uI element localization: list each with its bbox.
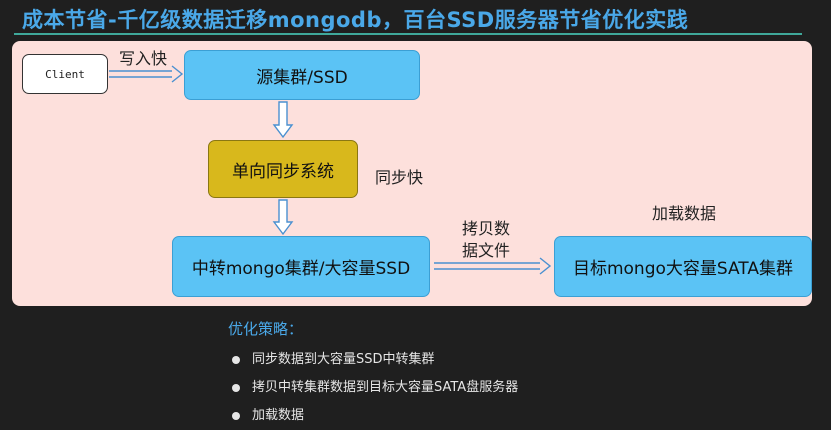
source-cluster-box: 源集群/SSD xyxy=(184,50,420,100)
label-sync-fast: 同步快 xyxy=(375,168,424,187)
transit-cluster-box: 中转mongo集群/大容量SSD xyxy=(172,236,430,297)
sync-system-box: 单向同步系统 xyxy=(208,140,358,198)
target-cluster-box: 目标mongo大容量SATA集群 xyxy=(554,236,812,297)
bullet-icon xyxy=(232,384,240,392)
client-box: Client xyxy=(22,54,108,94)
arrow-sync-to-transit xyxy=(272,199,294,236)
strategy-heading: 优化策略： xyxy=(228,320,304,338)
arrow-transit-to-target xyxy=(434,257,552,275)
list-item-text: 拷贝中转集群数据到目标大容量SATA盘服务器 xyxy=(252,380,519,395)
arrow-client-to-source xyxy=(109,65,184,83)
list-item-text: 加载数据 xyxy=(252,408,305,423)
list-item-text: 同步数据到大容量SSD中转集群 xyxy=(252,352,435,367)
label-copy-files: 拷贝数 据文件 xyxy=(462,218,510,262)
label-load-data: 加载数据 xyxy=(652,204,717,223)
label-write-fast: 写入快 xyxy=(119,49,168,68)
bullet-icon xyxy=(232,356,240,364)
label-copy-line2: 据文件 xyxy=(462,241,511,260)
list-item: 同步数据到大容量SSD中转集群 xyxy=(232,346,518,374)
bullet-icon xyxy=(232,412,240,420)
title-divider xyxy=(14,33,802,35)
list-item: 拷贝中转集群数据到目标大容量SATA盘服务器 xyxy=(232,374,518,402)
page-title: 成本节省-千亿级数据迁移mongodb，百台SSD服务器节省优化实践 xyxy=(22,8,689,32)
list-item: 加载数据 xyxy=(232,402,518,430)
label-copy-line1: 拷贝数 xyxy=(462,219,511,238)
arrow-source-to-sync xyxy=(272,101,294,139)
strategy-list: 同步数据到大容量SSD中转集群 拷贝中转集群数据到目标大容量SATA盘服务器 加… xyxy=(232,346,518,430)
